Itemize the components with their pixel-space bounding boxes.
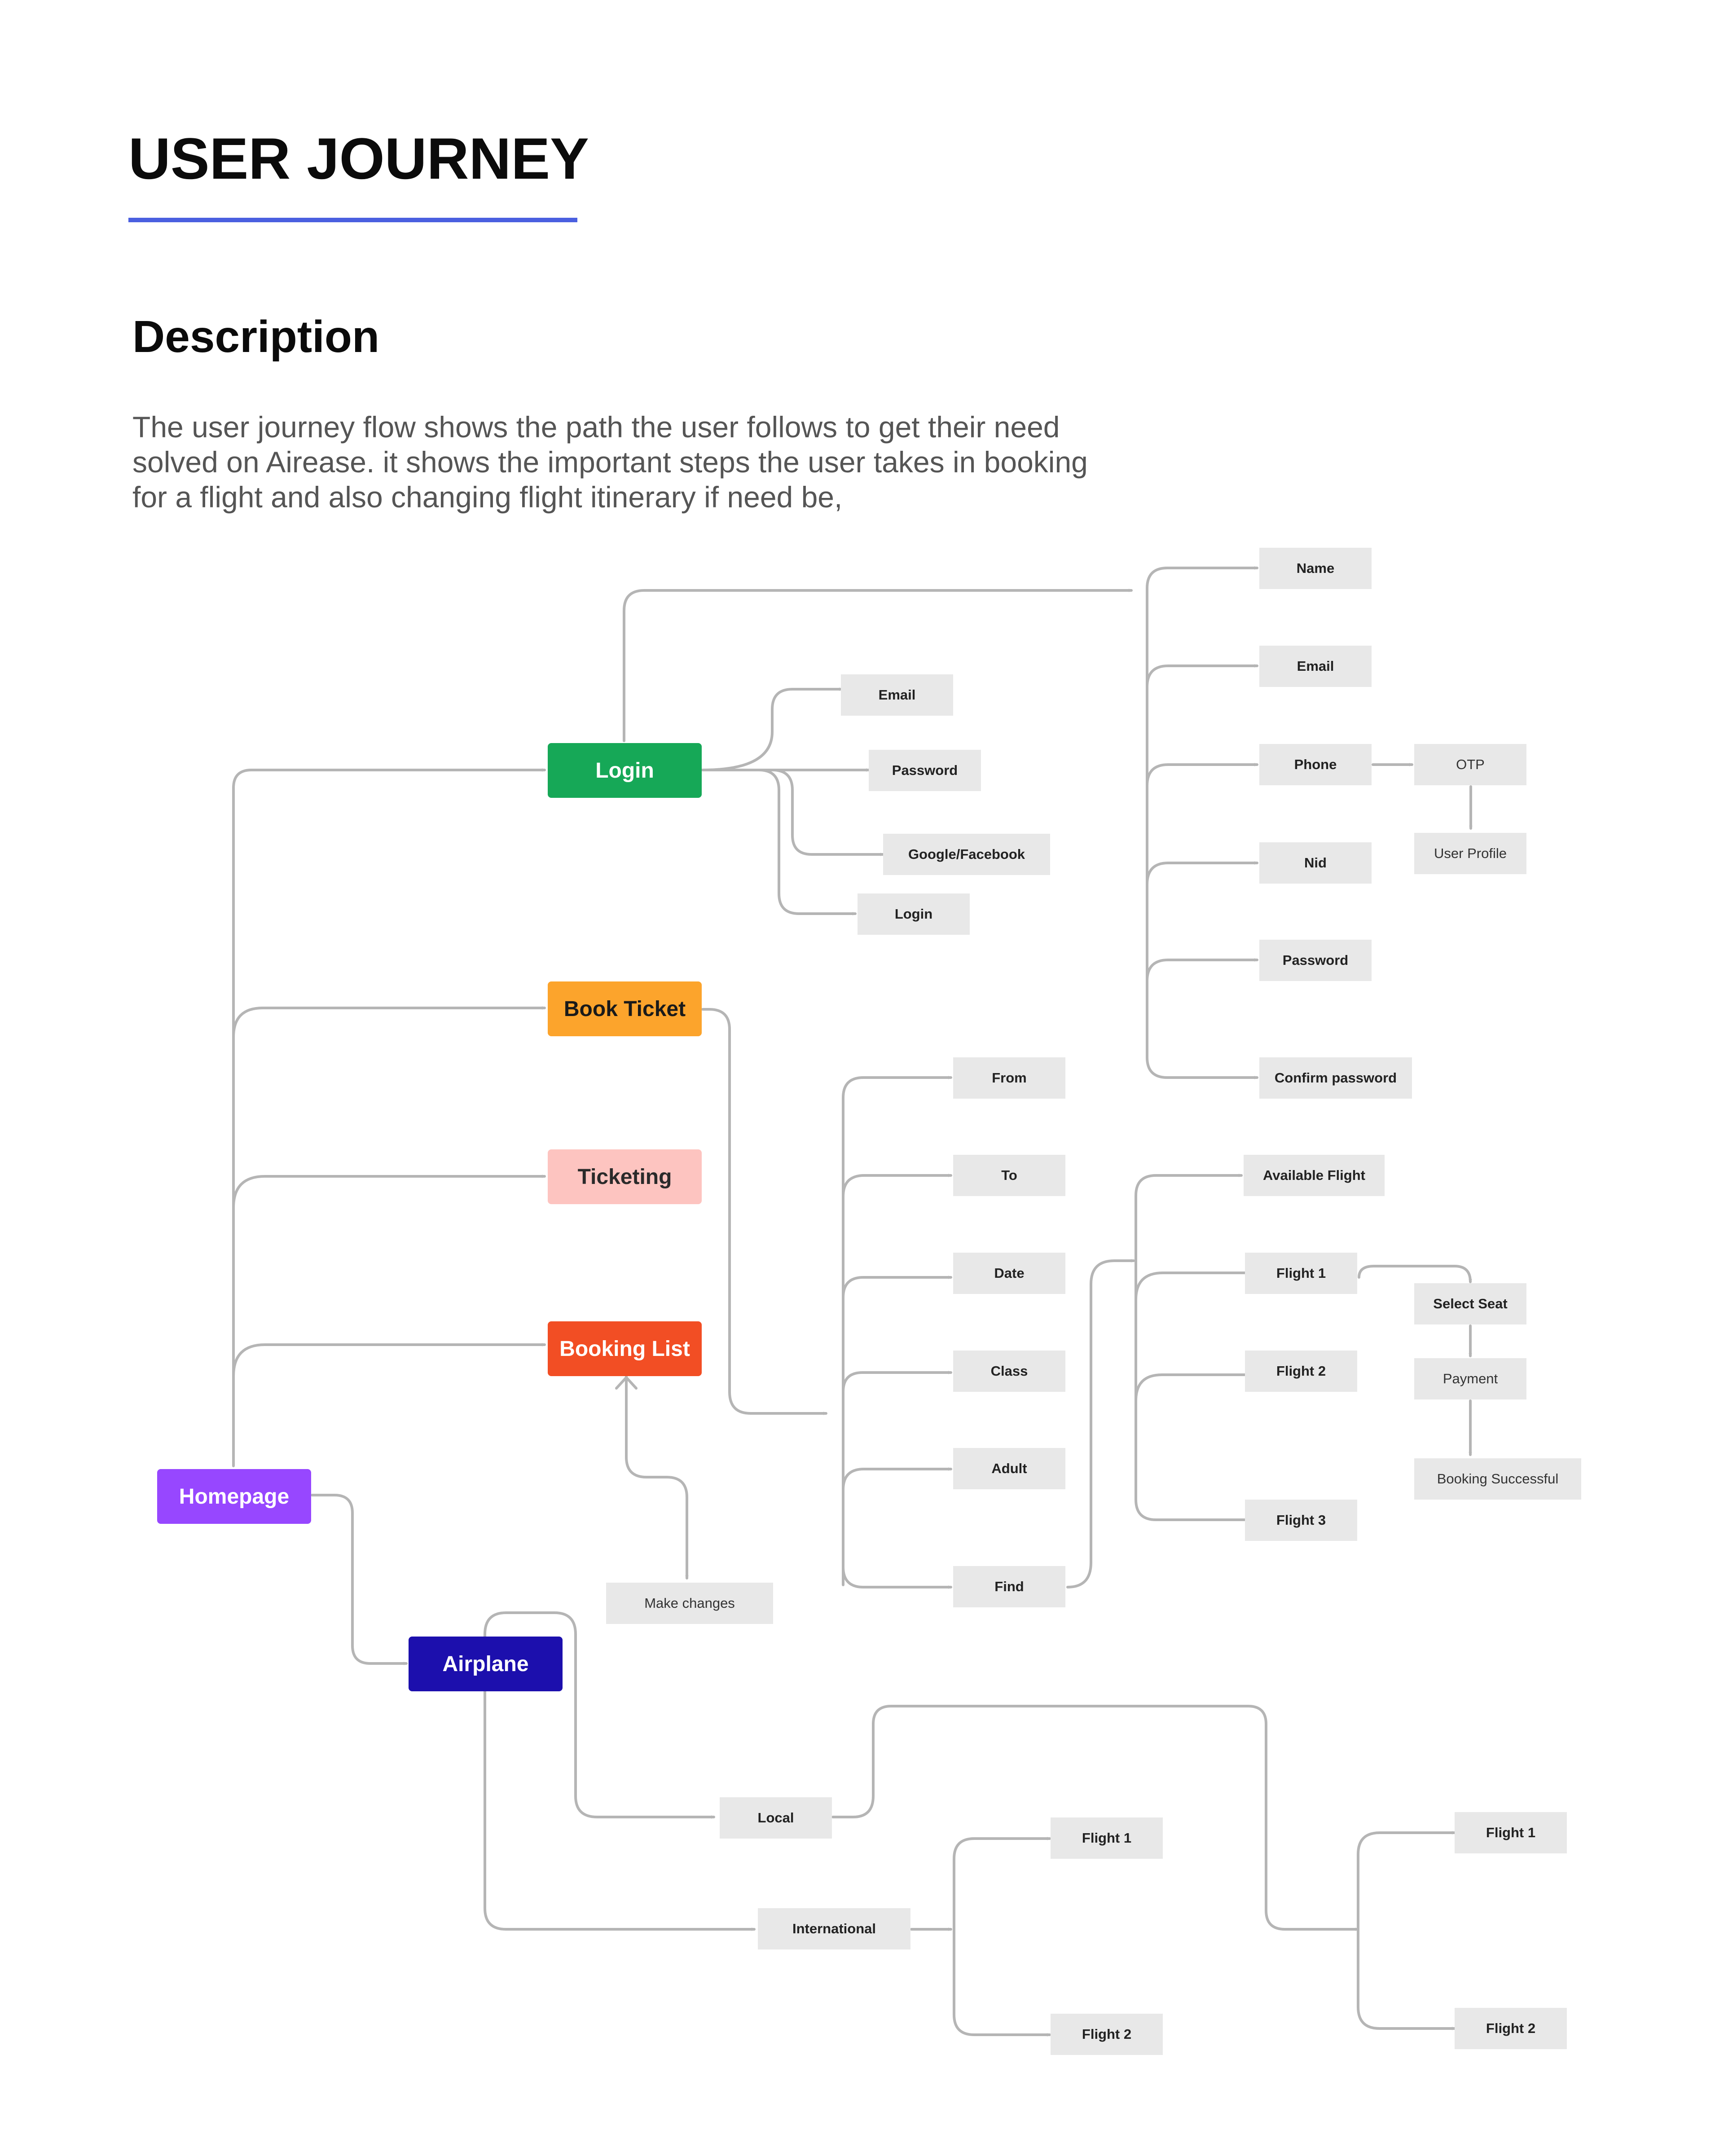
login-email-box: Email	[841, 674, 953, 716]
edge-flight1-seat	[1358, 1265, 1472, 1283]
edge-results-available	[1135, 1174, 1243, 1501]
ticketing-node[interactable]: Ticketing	[548, 1149, 702, 1204]
international-box: International	[758, 1908, 910, 1949]
edge-login-email	[701, 687, 843, 771]
edge-login-signup	[623, 589, 1133, 742]
edge-signup-name	[1146, 566, 1258, 590]
signup-phone-box: Phone	[1259, 744, 1372, 785]
local-box: Local	[720, 1797, 832, 1839]
edge-results-flight3	[1135, 1498, 1249, 1522]
edge-login-google	[701, 769, 884, 856]
edge-search-class	[842, 1371, 952, 1393]
result-flight-1-box[interactable]: Flight 1	[1245, 1253, 1357, 1294]
airplane-node[interactable]: Airplane	[409, 1637, 563, 1691]
signup-confirm-password-box: Confirm password	[1259, 1057, 1412, 1099]
edge-search-find	[842, 1566, 952, 1589]
section-heading: Description	[132, 312, 380, 362]
edge-bookticket-search	[701, 1008, 827, 1415]
edge-local-loop	[831, 1705, 1359, 1931]
result-flight-2-box[interactable]: Flight 2	[1245, 1351, 1357, 1392]
edge-homepage-airplane	[311, 1494, 408, 1665]
edge-find-results	[1066, 1259, 1135, 1588]
edge-results-flight1	[1135, 1271, 1249, 1301]
edge-bookinglist-changes	[625, 1375, 689, 1580]
local-flight-1-box: Flight 1	[1455, 1812, 1567, 1853]
description-text: The user journey flow shows the path the…	[132, 410, 1088, 514]
search-adult-box: Adult	[953, 1448, 1065, 1489]
book-ticket-node[interactable]: Book Ticket	[548, 981, 702, 1036]
edge-homepage-bookticket	[232, 1006, 546, 1038]
search-find-box[interactable]: Find	[953, 1566, 1065, 1607]
booking-list-node[interactable]: Booking List	[548, 1321, 702, 1376]
search-from-box: From	[953, 1057, 1065, 1099]
edge-results-flight2	[1135, 1373, 1249, 1402]
signup-nid-box: Nid	[1259, 842, 1372, 884]
login-password-box: Password	[869, 750, 981, 791]
edge-airplane-local	[484, 1611, 715, 1819]
edge-homepage-ticketing	[232, 1175, 546, 1209]
edge-bookinglist-up-arrow	[615, 1376, 638, 1390]
select-seat-box: Select Seat	[1414, 1283, 1526, 1324]
local-flight-2-box: Flight 2	[1455, 2008, 1567, 2049]
edge-airplane-intl	[484, 1687, 756, 1931]
booking-successful-box: Booking Successful	[1414, 1458, 1581, 1500]
edge-search-adult	[842, 1467, 952, 1491]
edge-intl-flight2	[953, 1928, 1051, 2037]
edge-homepage-bookinglist	[232, 1343, 546, 1377]
edge-signup-nid	[1146, 861, 1258, 886]
signup-email-box: Email	[1259, 646, 1372, 687]
search-date-box: Date	[953, 1253, 1065, 1294]
page-title: USER JOURNEY	[128, 126, 589, 191]
edge-signup-phone	[1146, 763, 1258, 787]
edge-login-login	[701, 769, 857, 915]
edge-local-flight1	[1357, 1831, 1456, 1931]
make-changes-box: Make changes	[606, 1583, 773, 1624]
edge-signup-password	[1146, 958, 1258, 982]
payment-box: Payment	[1414, 1358, 1526, 1399]
login-node[interactable]: Login	[548, 743, 702, 798]
edge-local-flight2	[1357, 1928, 1456, 2030]
homepage-node[interactable]: Homepage	[157, 1469, 311, 1524]
title-underline	[128, 218, 577, 222]
edge-search-date	[842, 1276, 952, 1299]
search-class-box: Class	[953, 1351, 1065, 1392]
login-google-facebook-box: Google/Facebook	[883, 834, 1050, 875]
otp-box: OTP	[1414, 744, 1526, 785]
login-login-box: Login	[858, 893, 970, 935]
intl-flight-1-box: Flight 1	[1051, 1817, 1163, 1859]
available-flight-box: Available Flight	[1244, 1155, 1385, 1196]
edge-search-from	[842, 1076, 952, 1586]
edge-search-to	[842, 1174, 952, 1198]
edge-signup-email	[1146, 664, 1258, 688]
search-to-box: To	[953, 1155, 1065, 1196]
signup-name-box: Name	[1259, 548, 1372, 589]
edge-intl-flight1	[953, 1837, 1051, 1931]
result-flight-3-box[interactable]: Flight 3	[1245, 1500, 1357, 1541]
intl-flight-2-box: Flight 2	[1051, 2014, 1163, 2055]
edge-signup-confirm	[1146, 587, 1258, 1079]
edge-homepage-login	[232, 768, 546, 1467]
signup-password-box: Password	[1259, 940, 1372, 981]
user-profile-box: User Profile	[1414, 833, 1526, 874]
